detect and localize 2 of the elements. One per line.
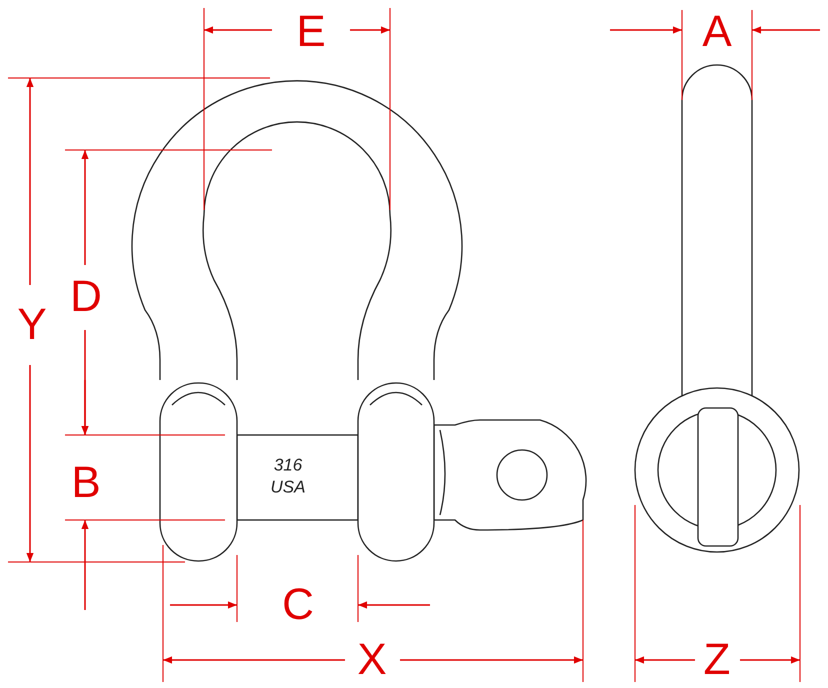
- stamped-marking: 316: [274, 456, 302, 474]
- stamped-marking: USA: [270, 478, 306, 496]
